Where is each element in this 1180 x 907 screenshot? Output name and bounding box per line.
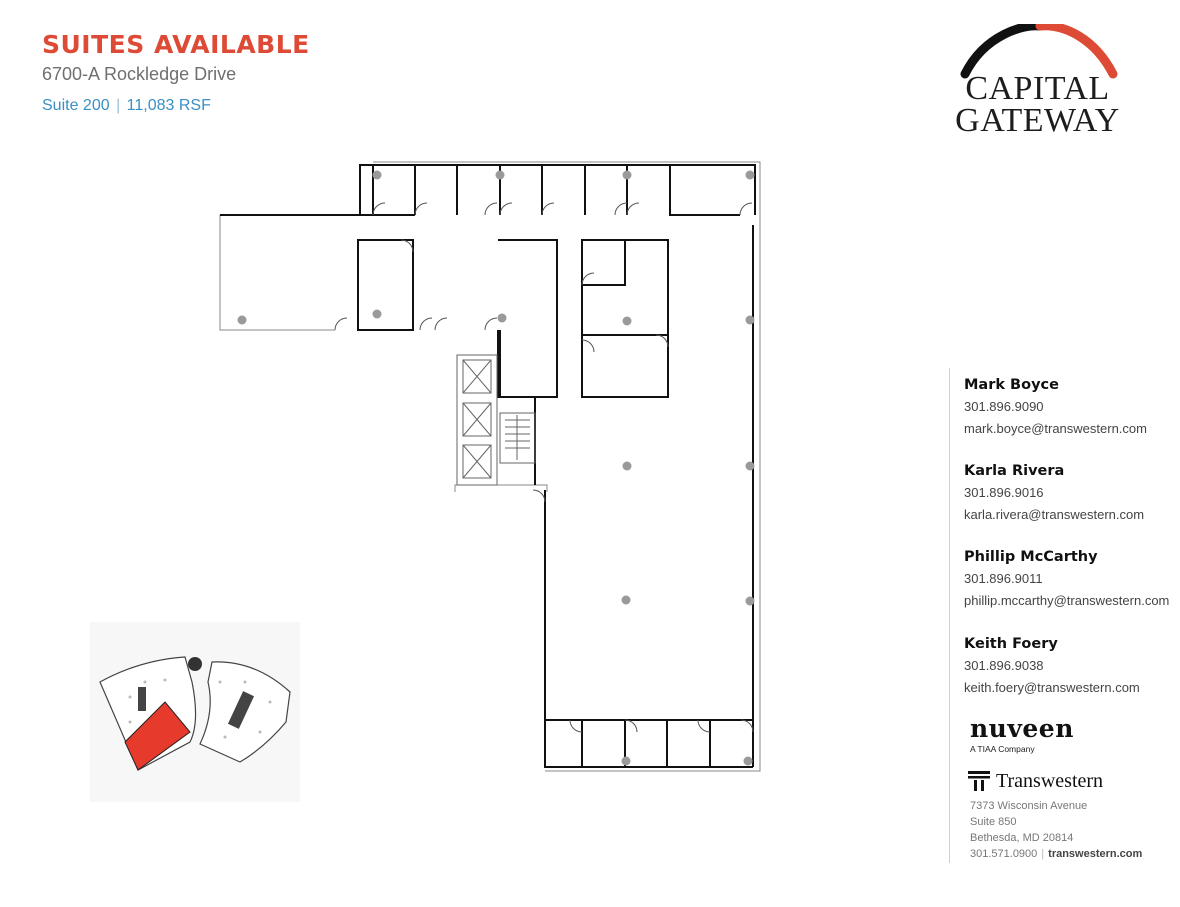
suite-number: Suite 200 (42, 97, 110, 114)
contact-card: Keith Foery 301.896.9038 keith.foery@tra… (964, 635, 1140, 696)
suite-rsf: 11,083 RSF (126, 97, 211, 114)
contact-card: Karla Rivera 301.896.9016 karla.rivera@t… (964, 462, 1144, 523)
office-phone[interactable]: 301.571.0900 (970, 848, 1038, 860)
nuveen-tagline: A TIAA Company (970, 744, 1035, 754)
building-address: 6700-A Rockledge Drive (42, 64, 237, 84)
floor-plan (219, 161, 761, 772)
contact-name: Mark Boyce (964, 377, 1059, 393)
building-columns (237, 170, 755, 766)
page-title: SUITES AVAILABLE (42, 30, 310, 59)
address-line-2: Suite 850 (970, 816, 1017, 828)
contact-phone[interactable]: 301.896.9090 (964, 399, 1044, 414)
contact-name: Phillip McCarthy (964, 549, 1098, 565)
contact-card: Phillip McCarthy 301.896.9011 phillip.mc… (964, 548, 1169, 609)
office-contact-line: 301.571.0900|transwestern.com (970, 846, 1142, 862)
address-line-1: 7373 Wisconsin Avenue (970, 800, 1088, 812)
website-link[interactable]: transwestern.com (1048, 848, 1143, 860)
nuveen-brand: nuveen (970, 714, 1074, 743)
logo-arc-icon (960, 24, 1118, 79)
contact-card: Mark Boyce 301.896.9090 mark.boyce@trans… (964, 376, 1147, 437)
header: SUITES AVAILABLE 6700-A Rockledge Drive … (42, 30, 310, 116)
contact-email[interactable]: keith.foery@transwestern.com (964, 680, 1140, 695)
contact-email[interactable]: karla.rivera@transwestern.com (964, 507, 1145, 522)
transwestern-block: Transwestern 7373 Wisconsin Avenue Suite… (968, 770, 1142, 862)
key-plan (90, 622, 300, 802)
contact-phone[interactable]: 301.896.9011 (964, 571, 1043, 586)
contact-name: Keith Foery (964, 636, 1058, 652)
logo-line-1: CAPITAL (965, 70, 1110, 107)
office-separator: | (1041, 848, 1045, 860)
capital-gateway-logo: CAPITAL GATEWAY (945, 24, 1130, 139)
contact-email[interactable]: mark.boyce@transwestern.com (964, 421, 1147, 436)
contact-name: Karla Rivera (964, 463, 1065, 479)
suite-info: Suite 200 | 11,083 RSF (42, 96, 310, 116)
transwestern-name: Transwestern (996, 770, 1104, 792)
address-line-3: Bethesda, MD 20814 (970, 832, 1074, 844)
nuveen-logo: nuveen A TIAA Company (970, 714, 1074, 755)
contact-list: Mark Boyce 301.896.9090 mark.boyce@trans… (949, 368, 1180, 863)
contact-phone[interactable]: 301.896.9038 (964, 658, 1044, 673)
highlighted-suite (124, 701, 191, 771)
contact-phone[interactable]: 301.896.9016 (964, 485, 1044, 500)
logo-line-2: GATEWAY (955, 102, 1120, 139)
suite-separator: | (116, 97, 121, 114)
contact-email[interactable]: phillip.mccarthy@transwestern.com (964, 593, 1170, 608)
transwestern-logo: Transwestern (968, 770, 1142, 792)
transwestern-mark-icon (968, 771, 990, 791)
